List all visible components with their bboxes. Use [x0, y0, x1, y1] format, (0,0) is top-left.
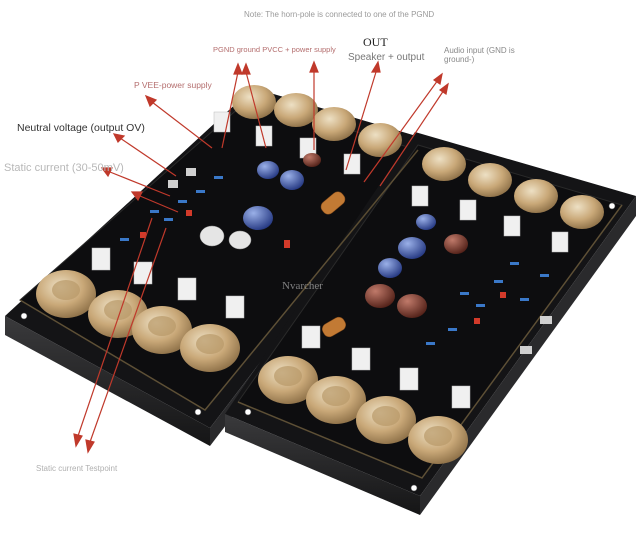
static-current-label: Static current (30-50mV): [4, 162, 124, 174]
left-power-transistors-bottom: [36, 270, 240, 372]
right-power-transistors-top: [422, 147, 604, 229]
note-label: Note: The horn-pole is connected to one …: [244, 10, 435, 19]
neutral-voltage-label: Neutral voltage (output OV): [17, 122, 145, 134]
pcb-edge-highlights: [19, 149, 623, 479]
mounting-holes: [20, 202, 616, 492]
right-capacitors: [365, 214, 468, 318]
right-power-transistors-bottom: [258, 356, 468, 464]
output-inductors: [320, 191, 346, 338]
static-testpoint-label: Static current Testpoint: [36, 464, 118, 473]
small-components: [120, 168, 552, 354]
pgnd-supply-label: PGND ground PVCC + power supply: [213, 45, 336, 54]
speaker-output-label: Speaker + output: [348, 52, 425, 63]
watermark: Nvarcher: [282, 280, 323, 292]
left-capacitors: [199, 153, 321, 250]
audio-input-label: Audio input (GND is ground-): [444, 46, 515, 65]
ceramic-resistors: [91, 111, 569, 409]
annotation-arrows: [73, 60, 449, 454]
out-label: OUT: [363, 35, 388, 49]
left-power-transistors-top: [232, 85, 402, 157]
pvee-supply-label: P VEE-power supply: [134, 80, 212, 90]
